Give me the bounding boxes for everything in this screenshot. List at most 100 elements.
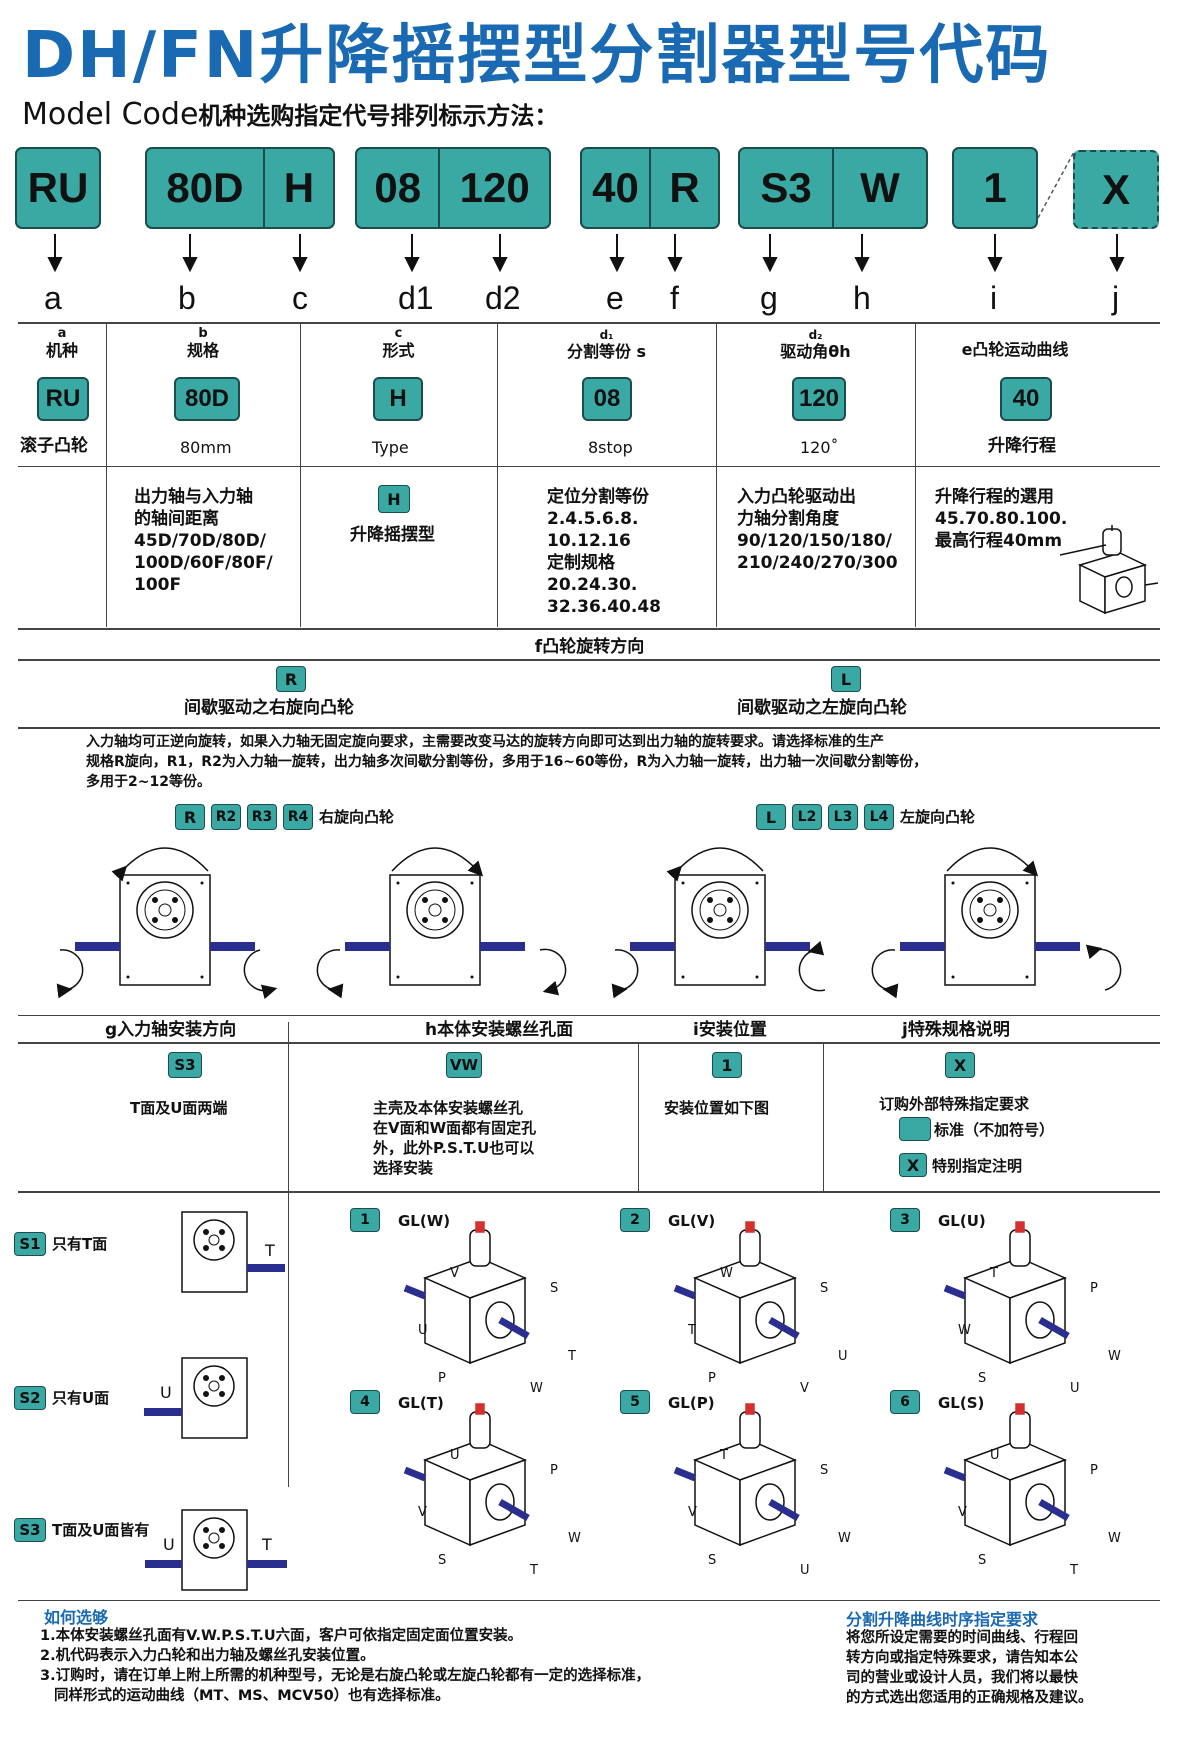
face-label: P — [1090, 1281, 1098, 1296]
rotation-l-tag: L — [831, 666, 861, 692]
col-d2-code: 120 — [792, 377, 846, 421]
subtitle-cn: 机种选购指定代号排列标示方法： — [198, 102, 559, 130]
divider — [18, 1600, 1160, 1601]
divider — [18, 1015, 1160, 1016]
code-box-i: 1 — [952, 147, 1038, 229]
shaft-tag: S2 — [14, 1386, 46, 1410]
mount-position-label: GL(S) — [938, 1394, 985, 1412]
divider — [18, 1191, 1160, 1193]
shaft-s2: S2 只有U面 — [14, 1386, 109, 1410]
code-seg: 80D — [166, 164, 244, 211]
divider — [638, 1042, 639, 1192]
r-tag: R3 — [247, 804, 277, 830]
howto-title: 如何选够 — [44, 1608, 109, 1627]
r-tag: R2 — [211, 804, 241, 830]
code-seg: S3 — [760, 164, 812, 211]
shaft-s1: S1 只有T面 — [14, 1232, 107, 1256]
mount-position-num: 6 — [890, 1390, 920, 1414]
col-c-code: H — [373, 377, 423, 421]
rotation-r-tag: R — [276, 666, 306, 692]
face-label: U — [838, 1349, 848, 1364]
mount-position-label: GL(V) — [668, 1212, 716, 1230]
col-b-caption: 80mm — [180, 438, 232, 457]
desc-c: 升降摇摆型 — [350, 525, 435, 545]
h-text: 主壳及本体安装螺丝孔在V面和W面都有固定孔外，此外P.S.T.U也可以选择安装 — [373, 1099, 537, 1177]
divider — [18, 628, 1160, 630]
r-tag: R4 — [283, 804, 313, 830]
letter-d1: d1 — [398, 280, 434, 316]
shaft-s3-diagram — [145, 1509, 287, 1591]
face-label: S — [550, 1281, 559, 1296]
divider — [915, 322, 916, 627]
rotation-diagrams — [56, 847, 1122, 1000]
code-box-a: RU — [15, 147, 101, 229]
code-arrows — [47, 234, 1125, 273]
divider — [18, 659, 1160, 661]
j-tag: X — [945, 1052, 975, 1078]
l-tag-row: L L2 L3 L4 左旋向凸轮 — [756, 804, 975, 830]
code-seg: R — [649, 149, 718, 227]
face-label: U — [800, 1563, 810, 1578]
face-label: S — [978, 1553, 987, 1568]
g-title: g入力轴安装方向 — [105, 1020, 237, 1040]
col-e-header: e凸轮运动曲线 — [961, 340, 1069, 359]
s2-side-u: U — [160, 1383, 172, 1402]
code-seg: RU — [27, 164, 89, 211]
r-tags-label: 右旋向凸轮 — [319, 808, 395, 826]
l-tag: L2 — [792, 804, 822, 830]
letter-c: c — [292, 280, 308, 316]
col-a-code: RU — [37, 377, 89, 421]
s1-side-t: T — [265, 1241, 275, 1260]
rotation-l-label: 间歇驱动之左旋向凸轮 — [737, 698, 907, 718]
lift-unit-icon — [1060, 525, 1159, 615]
face-label: W — [1108, 1349, 1121, 1364]
g-tag: S3 — [168, 1052, 202, 1078]
gearbox-diagram — [943, 1403, 1070, 1547]
rotation-r-label: 间歇驱动之右旋向凸轮 — [184, 698, 354, 718]
face-label: T — [1070, 1563, 1078, 1578]
face-label: T — [688, 1323, 696, 1338]
i-title: i安装位置 — [693, 1020, 767, 1040]
code-box-bc: 80D H — [145, 147, 335, 229]
col-d2-caption: 120˚ — [800, 438, 839, 457]
mount-position-label: GL(W) — [398, 1212, 451, 1230]
letter-i: i — [990, 280, 998, 316]
s3-side-t: T — [262, 1535, 272, 1554]
subtitle: Model Code机种选购指定代号排列标示方法： — [22, 96, 558, 132]
code-seg: 120 — [438, 149, 549, 227]
shaft-label: T面及U面皆有 — [52, 1521, 150, 1539]
face-label: T — [720, 1448, 728, 1463]
divider — [300, 322, 301, 627]
face-label: U — [418, 1323, 428, 1338]
face-label: W — [838, 1531, 851, 1546]
l-tags-label: 左旋向凸轮 — [900, 808, 976, 826]
col-a-caption: 滚子凸轮 — [20, 436, 88, 456]
desc-c-tag: H — [378, 485, 410, 513]
shaft-label: 只有U面 — [52, 1389, 110, 1407]
gearbox-diagram — [943, 1221, 1070, 1365]
j-x: 特别指定注明 — [932, 1157, 1023, 1175]
divider — [497, 322, 498, 627]
j-std: 标准（不加符号） — [934, 1121, 1055, 1139]
letter-j: j — [1112, 280, 1120, 316]
face-label: T — [990, 1266, 998, 1281]
divider — [18, 727, 1160, 729]
face-label: T — [568, 1349, 576, 1364]
divider — [106, 322, 107, 627]
l-tag: L4 — [864, 804, 894, 830]
face-label: V — [800, 1381, 809, 1396]
face-label: P — [438, 1371, 446, 1386]
code-seg: H — [262, 149, 333, 227]
dashed-connector — [1037, 151, 1075, 219]
col-c-caption: Type — [372, 438, 409, 457]
j-std-box — [899, 1117, 931, 1141]
divider — [18, 466, 1160, 467]
face-label: P — [708, 1371, 716, 1386]
